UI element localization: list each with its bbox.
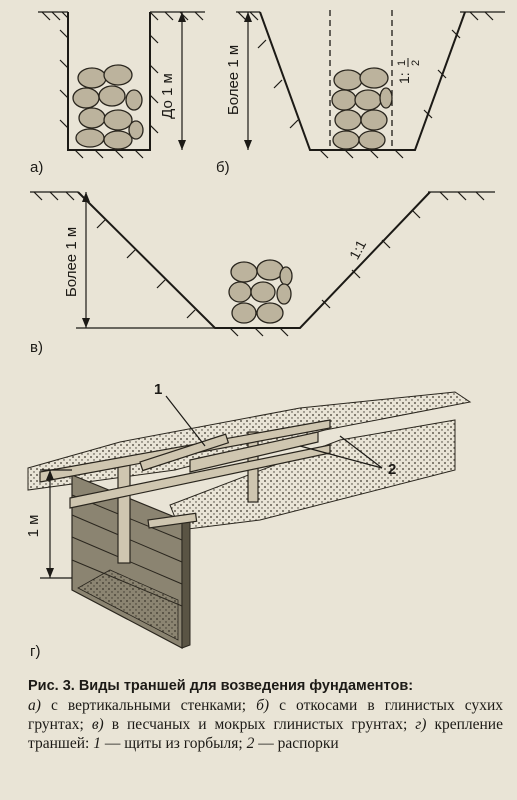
callout-line-2b (339, 435, 383, 469)
panel-letter-v: в) (30, 339, 43, 356)
panel-g-shored-trench: 1 м 1 2 г) (25, 381, 472, 660)
depth-dimension (40, 469, 72, 579)
ground-hatching (236, 11, 505, 159)
figure-caption: Рис. 3. Виды траншей для возведения фунд… (28, 676, 503, 753)
spreader-board (189, 431, 319, 473)
legend-key-1: 1 (93, 735, 101, 752)
callout-1: 1 (154, 381, 162, 398)
caption-text-v: в песчаных и мокрых глинистых грунтах; (103, 716, 416, 733)
legend-text-2: — распорки (254, 735, 339, 752)
stone-fill (331, 67, 393, 150)
caption-text-b: с откосами в глинистых сухих грунтах; (28, 697, 503, 733)
panel-letter-b: б) (216, 159, 230, 176)
vertical-post-1 (117, 464, 131, 564)
callout-line-2a (299, 445, 383, 469)
svg-text:1:: 1: (396, 72, 412, 84)
stone-fill (228, 259, 293, 324)
back-wall-edge (181, 514, 191, 649)
trench-walls (259, 11, 466, 151)
depth-dimension (244, 12, 252, 150)
svg-text:1: 1 (396, 60, 408, 66)
depth-label: До 1 м (159, 73, 176, 119)
caption-text-a: с вертикальными стенками; (40, 697, 257, 714)
trench-diagram: До 1 м а) (25, 10, 505, 660)
ground-hatching (30, 191, 495, 337)
trench-walls (77, 191, 431, 329)
spreader-2 (147, 512, 198, 529)
svg-text:2: 2 (410, 60, 422, 66)
caption-key-v: в) (91, 716, 104, 733)
spreader-1 (139, 433, 230, 472)
callout-2: 2 (388, 461, 396, 478)
caption-key-b: б) (256, 697, 270, 714)
legend-key-2: 2 (246, 735, 255, 752)
depth-dimension (178, 12, 186, 150)
caption-key-a: а) (28, 697, 41, 714)
panel-v-wide-trench: Более 1 м 1:1 в) (30, 191, 495, 356)
caption-text-g: крепление траншей: (28, 716, 503, 752)
caption-title: Рис. 3. Виды траншей для возведения фунд… (28, 678, 414, 694)
horizontal-shield-2 (69, 444, 331, 509)
callout-line-1 (165, 395, 206, 447)
panel-a-vertical-trench: До 1 м а) (30, 11, 205, 176)
ground-hatching (38, 11, 205, 159)
depth-dimension (82, 192, 90, 328)
depth-label: Более 1 м (63, 227, 80, 297)
legend-text-1: — щиты из горбыля; (100, 735, 247, 752)
stone-fill (72, 64, 144, 150)
trench-bottom (77, 569, 179, 641)
panel-b-sloped-trench: Более 1 м 1: 1 2 б) (216, 10, 505, 176)
depth-label: 1 м (25, 515, 42, 538)
panel-letter-g: г) (30, 643, 40, 660)
panel-letter-a: а) (30, 159, 43, 176)
depth-label: Более 1 м (225, 45, 242, 115)
trench-walls (67, 12, 151, 151)
caption-key-g: г) (415, 716, 427, 733)
slope-ratio-label: 1: 1 2 (396, 58, 422, 84)
